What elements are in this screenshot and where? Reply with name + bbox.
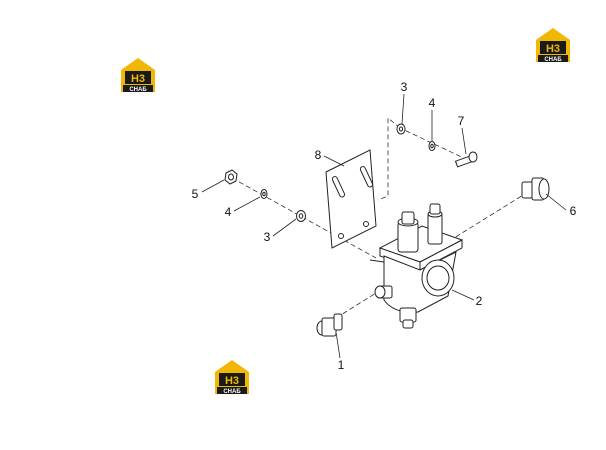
callout-4-upper: 4 xyxy=(429,96,436,110)
callout-4-lower: 4 xyxy=(225,205,232,219)
callout-6: 6 xyxy=(570,204,577,218)
part-1-fitting xyxy=(316,313,343,337)
part-4-washer-lower xyxy=(260,189,268,199)
brand-logo-top-right: Н3 СНАБ xyxy=(536,28,570,63)
part-6-fitting xyxy=(521,177,550,201)
part-3-washer-upper xyxy=(396,123,406,135)
part-8-mounting-plate xyxy=(325,149,377,249)
svg-text:СНАБ: СНАБ xyxy=(544,57,562,63)
part-7-bolt xyxy=(454,151,478,168)
callout-1: 1 xyxy=(338,358,345,372)
brand-logo-top-left: Н3 СНАБ xyxy=(121,58,155,93)
part-2-valve-body xyxy=(369,203,464,329)
callout-3-lower: 3 xyxy=(264,230,271,244)
callout-3-upper: 3 xyxy=(401,80,408,94)
svg-text:СНАБ: СНАБ xyxy=(129,87,147,93)
leader-lines xyxy=(201,93,567,359)
part-5-nut xyxy=(224,169,238,185)
svg-text:Н3: Н3 xyxy=(131,73,145,85)
callout-8: 8 xyxy=(315,148,322,162)
svg-text:Н3: Н3 xyxy=(225,375,239,387)
svg-text:СНАБ: СНАБ xyxy=(223,389,241,395)
part-3-washer-lower xyxy=(296,210,306,222)
svg-text:Н3: Н3 xyxy=(546,43,560,55)
part-4-washer-upper xyxy=(428,141,436,151)
callout-5: 5 xyxy=(192,187,199,201)
brand-logo-bottom: Н3 СНАБ xyxy=(215,360,249,395)
callout-2: 2 xyxy=(476,294,483,308)
callout-7: 7 xyxy=(458,114,465,128)
